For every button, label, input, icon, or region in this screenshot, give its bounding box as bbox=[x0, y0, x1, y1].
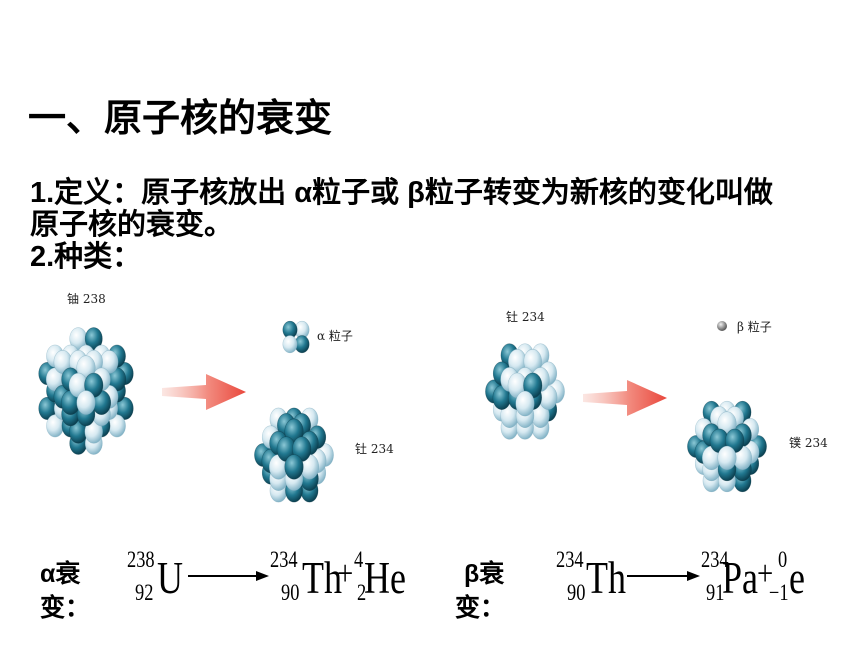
nucleon-sphere-light bbox=[515, 390, 535, 417]
nucleon-cluster bbox=[254, 407, 334, 503]
reactant-atomic-number: 92 bbox=[135, 580, 154, 605]
daughter-nucleus-label: 镤 234 bbox=[789, 436, 828, 450]
decay-arrow-shape bbox=[583, 380, 667, 416]
product-1-symbol: Th bbox=[302, 553, 342, 603]
definition-line-1: 1.定义：原子核放出 α粒子或 β粒子转变为新核的变化叫做 bbox=[30, 177, 773, 209]
product-2-mass-number: 0 bbox=[778, 547, 788, 572]
thorium-234-nucleus bbox=[485, 343, 565, 440]
beta-particle-sphere bbox=[717, 321, 727, 331]
plus-sign: + bbox=[757, 553, 774, 593]
decay-arrow bbox=[583, 380, 667, 416]
nucleon-sphere-light bbox=[282, 335, 298, 354]
nucleon-cluster bbox=[687, 400, 767, 493]
decay-arrow bbox=[162, 374, 246, 410]
beta-decay-label-line-2: 变： bbox=[455, 594, 506, 622]
nucleon-cluster bbox=[282, 320, 310, 354]
product-1-mass-number: 234 bbox=[701, 547, 729, 572]
reactant-symbol: U bbox=[157, 553, 183, 603]
reaction-arrow bbox=[627, 571, 700, 581]
thorium-234-nucleus bbox=[254, 407, 334, 503]
product-2-symbol: e bbox=[789, 553, 805, 603]
reaction-arrow-head bbox=[256, 571, 269, 581]
product-1-mass-number: 234 bbox=[270, 547, 298, 572]
alpha-particle bbox=[282, 320, 310, 354]
alpha-decay-label-line-2: 变： bbox=[40, 594, 91, 622]
definition-line-2: 原子核的衰变。 bbox=[30, 209, 234, 241]
decay-arrow-shape bbox=[162, 374, 246, 410]
beta-particle bbox=[717, 321, 727, 331]
nucleon-sphere-light bbox=[717, 445, 737, 471]
reaction-arrow-head bbox=[687, 571, 700, 581]
section-title: 一、原子核的衰变 bbox=[28, 96, 333, 140]
parent-nucleus-label: 铀 238 bbox=[67, 292, 106, 306]
product-1-atomic-number: 91 bbox=[706, 580, 725, 605]
alpha-particle-label: α 粒子 bbox=[317, 329, 353, 343]
nucleon-sphere-dark bbox=[284, 454, 304, 480]
beta-decay-label-line-1: β衰 bbox=[464, 560, 505, 588]
alpha-decay-label-line-1: α衰 bbox=[40, 560, 81, 588]
plus-sign: + bbox=[337, 553, 354, 593]
daughter-nucleus-label: 钍 234 bbox=[355, 442, 394, 456]
uranium-238-nucleus bbox=[38, 327, 134, 455]
reactant-symbol: Th bbox=[586, 553, 626, 603]
product-2-charge-number: −1 bbox=[769, 580, 789, 605]
reactant-mass-number: 238 bbox=[127, 547, 155, 572]
parent-nucleus-label: 钍 234 bbox=[506, 310, 545, 324]
types-heading: 2.种类： bbox=[30, 241, 142, 273]
protactinium-234-nucleus bbox=[687, 400, 767, 493]
nucleon-sphere-dark bbox=[84, 327, 103, 351]
nucleon-cluster bbox=[38, 327, 134, 455]
product-2-atomic-number: 2 bbox=[357, 580, 367, 605]
reactant-mass-number: 234 bbox=[556, 547, 584, 572]
nucleon-sphere-light bbox=[76, 390, 96, 416]
reactant-atomic-number: 90 bbox=[567, 580, 586, 605]
reaction-arrow bbox=[188, 571, 269, 581]
nucleon-cluster bbox=[485, 343, 565, 440]
product-1-atomic-number: 90 bbox=[281, 580, 300, 605]
product-2-symbol: He bbox=[364, 553, 406, 603]
product-1-symbol: Pa bbox=[722, 553, 758, 603]
beta-particle-label: β 粒子 bbox=[737, 320, 772, 334]
product-2-mass-number: 4 bbox=[354, 547, 364, 572]
